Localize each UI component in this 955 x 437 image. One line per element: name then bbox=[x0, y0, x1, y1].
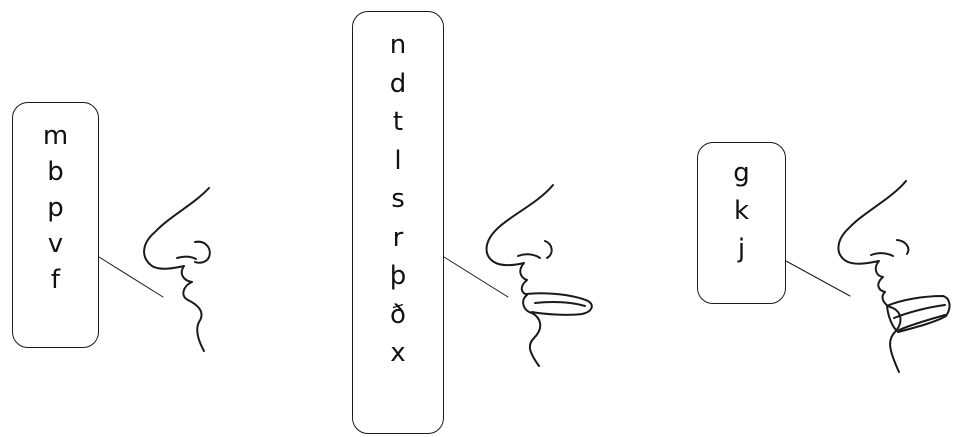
letter-b: b bbox=[47, 159, 64, 185]
labial-profile-icon bbox=[144, 188, 210, 351]
letter-s: s bbox=[391, 186, 405, 212]
letter-eth: ð bbox=[390, 302, 406, 328]
letter-k: k bbox=[734, 198, 749, 224]
velar-profile-icon bbox=[838, 181, 949, 372]
velar-pointer-line bbox=[786, 261, 850, 296]
letter-m: m bbox=[43, 123, 68, 149]
letter-r: r bbox=[393, 225, 404, 251]
letter-p: p bbox=[47, 195, 64, 221]
letter-n: n bbox=[390, 32, 406, 58]
dental-profile-icon bbox=[487, 185, 592, 366]
letter-x: x bbox=[390, 340, 405, 366]
velar-letter-box: g k j bbox=[697, 142, 786, 304]
letter-d: d bbox=[390, 71, 407, 97]
letter-l: l bbox=[394, 148, 401, 174]
labial-letter-box: m b p v f bbox=[12, 102, 99, 348]
labial-pointer-line bbox=[99, 257, 163, 297]
letter-j: j bbox=[738, 236, 745, 262]
letter-f: f bbox=[51, 267, 60, 293]
letter-thorn: þ bbox=[390, 263, 407, 289]
letter-v: v bbox=[48, 231, 63, 257]
letter-t: t bbox=[393, 109, 403, 135]
dental-letter-box: n d t l s r þ ð x bbox=[352, 11, 444, 434]
letter-g: g bbox=[733, 160, 750, 186]
